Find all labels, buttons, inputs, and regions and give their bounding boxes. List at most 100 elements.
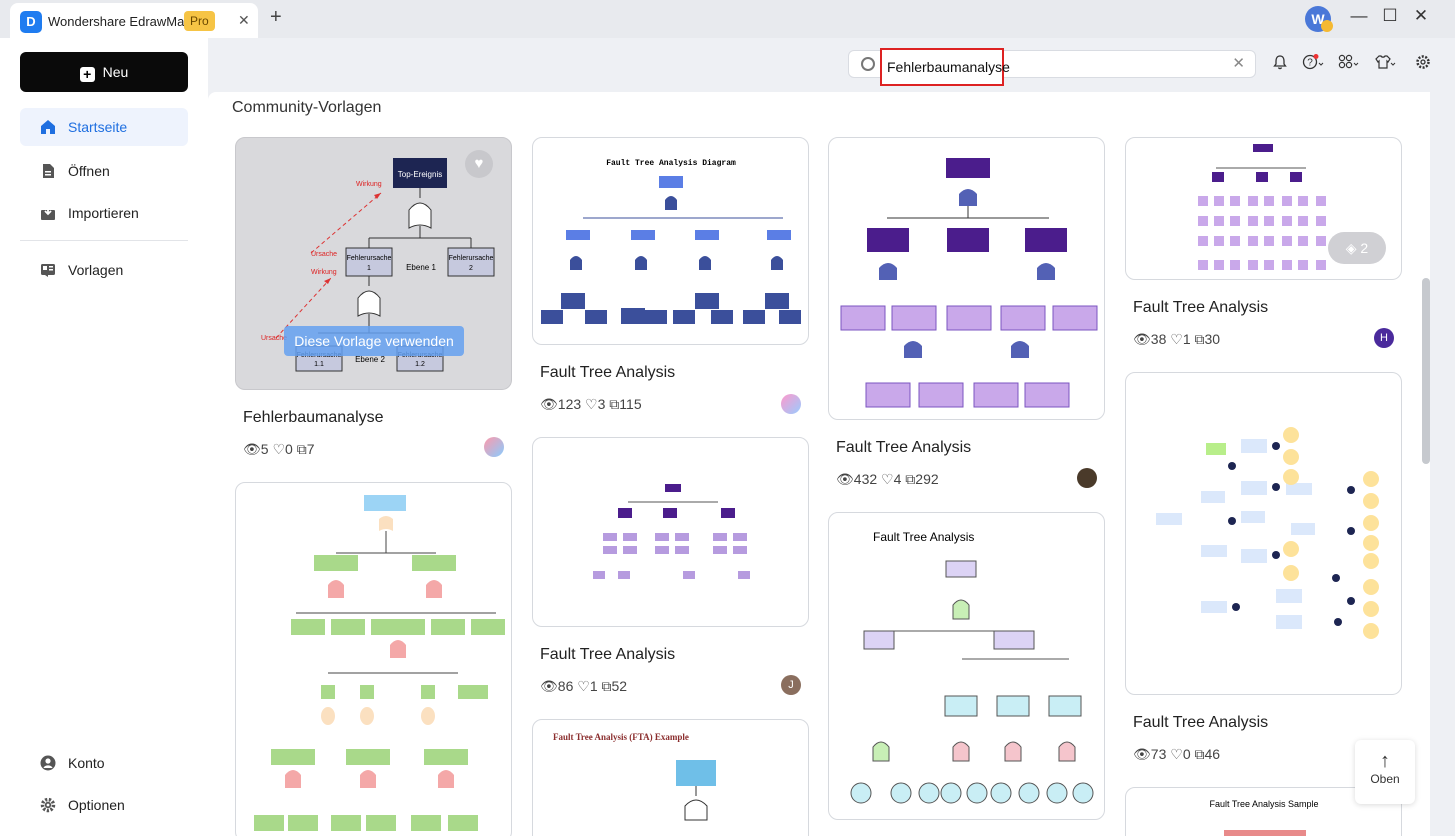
svg-text:Ebene 1: Ebene 1 [406, 263, 436, 272]
template-card-fault-tree-yellow[interactable] [1125, 372, 1402, 695]
views-icon: 👁 [1133, 331, 1151, 347]
bell-icon[interactable] [1269, 54, 1291, 76]
author-avatar[interactable]: H [1374, 328, 1394, 348]
card-stats: 👁432 ♡4 ⧉292 [836, 471, 939, 488]
scrollbar-thumb[interactable] [1422, 278, 1430, 464]
template-thumbnail [1198, 144, 1326, 270]
new-button[interactable]: +Neu [20, 52, 188, 92]
svg-text:Wirkung: Wirkung [356, 181, 382, 188]
template-card-fta-example[interactable]: Fault Tree Analysis (FTA) Example [532, 719, 809, 836]
svg-text:Ebene 2: Ebene 2 [355, 355, 385, 364]
sidebar-item-label: Startseite [68, 119, 128, 135]
template-card-fault-tree-analysis-diagram[interactable]: Fault Tree Analysis Diagram [532, 137, 809, 345]
template-card-fault-tree-violet[interactable] [828, 137, 1105, 420]
main-content: Community-Vorlagen Top-Ereignis Fehlerur… [208, 92, 1430, 836]
title-bar: D Wondershare EdrawMax Pro ✕ + W — ☐ ✕ [0, 0, 1455, 38]
template-card-fta-green[interactable] [235, 482, 512, 836]
template-thumbnail: Fault Tree Analysis (FTA) Example [553, 732, 716, 821]
likes-icon: ♡ [881, 471, 894, 487]
svg-text:Wirkung: Wirkung [311, 269, 337, 276]
template-thumbnail [1156, 427, 1379, 639]
pages-badge: ◈ 2 [1328, 232, 1386, 264]
new-tab-button[interactable]: + [270, 6, 282, 28]
new-button-label: Neu [102, 64, 129, 80]
views-count: 38 [1150, 331, 1167, 347]
template-card-fault-tree-cyan[interactable]: Fault Tree Analysis [828, 512, 1105, 820]
likes-icon: ♡ [1170, 746, 1183, 762]
copies-icon: ⧉ [905, 471, 916, 487]
svg-text:Fault Tree Analysis (FTA) Exam: Fault Tree Analysis (FTA) Example [553, 732, 689, 742]
card-title[interactable]: Fault Tree Analysis [540, 364, 676, 381]
close-tab-icon[interactable]: ✕ [238, 12, 250, 28]
favorite-heart-icon[interactable]: ♥ [465, 150, 493, 178]
svg-text:Fault Tree Analysis Diagram: Fault Tree Analysis Diagram [606, 159, 736, 168]
template-thumbnail: Fault Tree Analysis [850, 530, 1094, 804]
back-to-top-button[interactable]: ↑ Oben [1355, 740, 1415, 804]
author-avatar[interactable] [781, 394, 801, 414]
svg-text:Fehlerursache: Fehlerursache [449, 255, 494, 262]
likes-count: 1 [1182, 331, 1191, 347]
sidebar-item-importieren[interactable]: Importieren [20, 194, 188, 232]
views-icon: 👁 [836, 471, 854, 487]
sidebar-item-vorlagen[interactable]: Vorlagen [20, 251, 188, 289]
card-title[interactable]: Fault Tree Analysis [1133, 299, 1269, 316]
apps-icon[interactable] [1338, 54, 1360, 76]
svg-text:Fault Tree Analysis: Fault Tree Analysis [873, 530, 974, 544]
likes-count: 1 [589, 678, 598, 694]
likes-count: 0 [1182, 746, 1191, 762]
sidebar-item-label: Vorlagen [68, 262, 124, 278]
card-title[interactable]: Fehlerbaumanalyse [243, 409, 384, 426]
settings-icon[interactable] [1412, 54, 1434, 76]
svg-text:Fehlerursache: Fehlerursache [347, 255, 392, 262]
help-icon[interactable]: ? [1302, 54, 1324, 76]
sidebar-item-oeffnen[interactable]: Öffnen [20, 152, 188, 190]
card-title[interactable]: Fault Tree Analysis [540, 646, 676, 663]
app-tab[interactable]: D Wondershare EdrawMax Pro ✕ [10, 3, 258, 38]
minimize-button[interactable]: — [1350, 6, 1368, 25]
author-avatar[interactable]: J [781, 675, 801, 695]
top-bar: ✕ Fehlerbaumanalyse ? [208, 38, 1455, 92]
svg-text:?: ? [1307, 58, 1313, 69]
likes-icon: ♡ [272, 441, 286, 457]
template-thumbnail [254, 495, 505, 831]
template-card-fault-tree-multipage[interactable]: ◈ 2 [1125, 137, 1402, 280]
search-input[interactable]: Fehlerbaumanalyse [880, 48, 1010, 86]
maximize-button[interactable]: ☐ [1382, 6, 1398, 25]
search-icon [861, 57, 875, 71]
card-stats: 👁86 ♡1 ⧉52 [540, 678, 627, 695]
use-template-button[interactable]: Diese Vorlage verwenden [284, 326, 464, 356]
section-title: Community-Vorlagen [232, 99, 382, 116]
clear-search-icon[interactable]: ✕ [1232, 55, 1245, 72]
gear-icon [40, 797, 56, 813]
template-card-fault-tree-purple[interactable] [532, 437, 809, 627]
back-to-top-label: Oben [1370, 772, 1400, 786]
sidebar-item-optionen[interactable]: Optionen [20, 786, 188, 824]
import-icon [41, 206, 55, 220]
svg-text:1.1: 1.1 [314, 361, 324, 368]
card-title[interactable]: Fault Tree Analysis [836, 439, 972, 456]
likes-count: 0 [285, 441, 293, 457]
shirt-icon[interactable] [1374, 54, 1396, 76]
svg-text:2: 2 [469, 265, 473, 272]
template-card-fehlerbaumanalyse[interactable]: Top-Ereignis Fehlerursache 1 Fehlerursac… [235, 137, 512, 390]
svg-text:Fault Tree Analysis Sample: Fault Tree Analysis Sample [1209, 799, 1318, 809]
svg-text:Ursache: Ursache [261, 335, 287, 342]
sidebar-item-label: Importieren [68, 205, 139, 221]
sidebar-item-label: Optionen [68, 797, 125, 813]
sidebar-item-konto[interactable]: Konto [20, 744, 188, 782]
likes-count: 4 [893, 471, 902, 487]
author-avatar[interactable] [484, 437, 504, 457]
card-title[interactable]: Fault Tree Analysis [1133, 714, 1269, 731]
sidebar-item-label: Öffnen [68, 163, 110, 179]
copies-count: 52 [611, 678, 628, 694]
author-avatar[interactable] [1077, 468, 1097, 488]
views-icon: 👁 [243, 441, 261, 457]
sidebar-item-startseite[interactable]: Startseite [20, 108, 188, 146]
home-icon [41, 120, 55, 134]
svg-text:1.2: 1.2 [415, 361, 425, 368]
template-thumbnail: Fault Tree Analysis Diagram [541, 159, 801, 324]
views-icon: 👁 [540, 396, 558, 412]
copies-icon: ⧉ [1194, 746, 1205, 762]
card-stats: 👁38 ♡1 ⧉30 [1133, 331, 1220, 348]
close-button[interactable]: ✕ [1413, 6, 1429, 25]
